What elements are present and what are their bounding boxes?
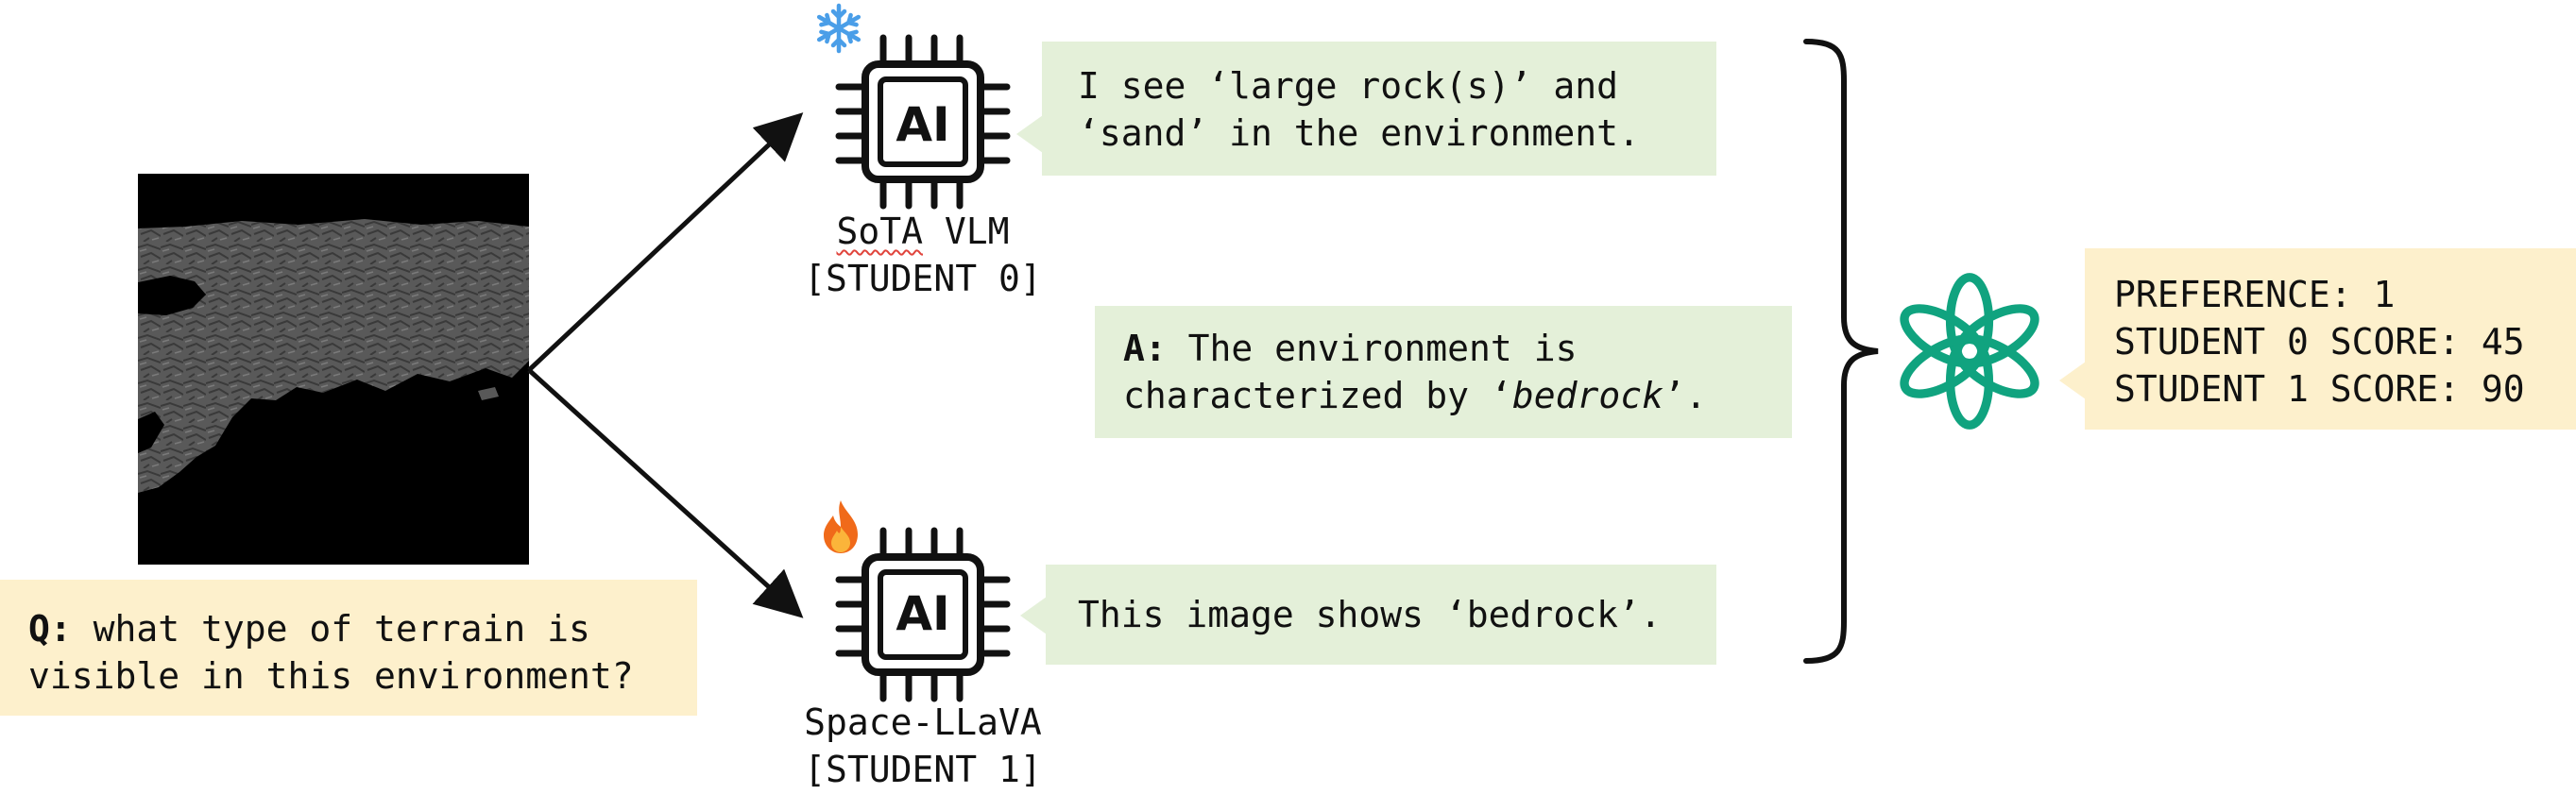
student0-response-line2: ‘sand’ in the environment. [1078,112,1640,154]
answer-term: bedrock [1511,375,1663,416]
ai-chip-icon [835,527,1011,702]
judge-score-student1: STUDENT 1 SCORE: 90 [2114,368,2525,410]
student0-name: SoTA VLM [781,208,1065,255]
student0-name-part2: VLM [923,211,1010,252]
question-prefix: Q: [28,608,72,650]
curly-brace [1803,39,1879,664]
answer-box: A: The environment is characterized by ‘… [1095,306,1792,438]
terrain-image [138,174,529,565]
terrain-rock-graphic [138,219,529,493]
student0-response-box: I see ‘large rock(s)’ and ‘sand’ in the … [1042,42,1716,176]
ai-chip-icon [835,34,1011,210]
judge-score-student0: STUDENT 0 SCORE: 45 [2114,321,2525,363]
student0-chip-text: AI [896,97,950,152]
student0-id: [STUDENT 0] [804,258,1042,299]
student1-response: This image shows ‘bedrock’. [1078,594,1662,635]
student0-response-tail [1016,115,1043,153]
judge-output-tail [2059,362,2086,399]
student0-name-part1: SoTA [836,211,923,252]
student1-id: [STUDENT 1] [804,749,1042,790]
question-box: Q: what type of terrain is visible in th… [0,580,697,716]
student1-response-tail [1020,597,1047,634]
snowflake-icon [816,3,862,54]
openai-logo-icon [1900,273,2039,430]
question-text-line2: visible in this environment? [28,655,634,697]
answer-text-line2-post: ’. [1663,375,1707,416]
fire-icon [824,500,858,553]
question-text-line1: what type of terrain is [71,608,590,650]
student1-chip-text: AI [896,586,950,641]
student1-response-box: This image shows ‘bedrock’. [1046,565,1716,665]
answer-text-line2-pre: characterized by ‘ [1123,375,1512,416]
judge-preference: PREFERENCE: 1 [2114,274,2396,315]
student1-name: Space-LLaVA [804,701,1042,743]
judge-output-box: PREFERENCE: 1 STUDENT 0 SCORE: 45 STUDEN… [2085,248,2576,430]
student0-response-line1: I see ‘large rock(s)’ and [1078,65,1618,107]
answer-prefix: A: [1123,328,1167,369]
answer-text-line1: The environment is [1166,328,1578,369]
